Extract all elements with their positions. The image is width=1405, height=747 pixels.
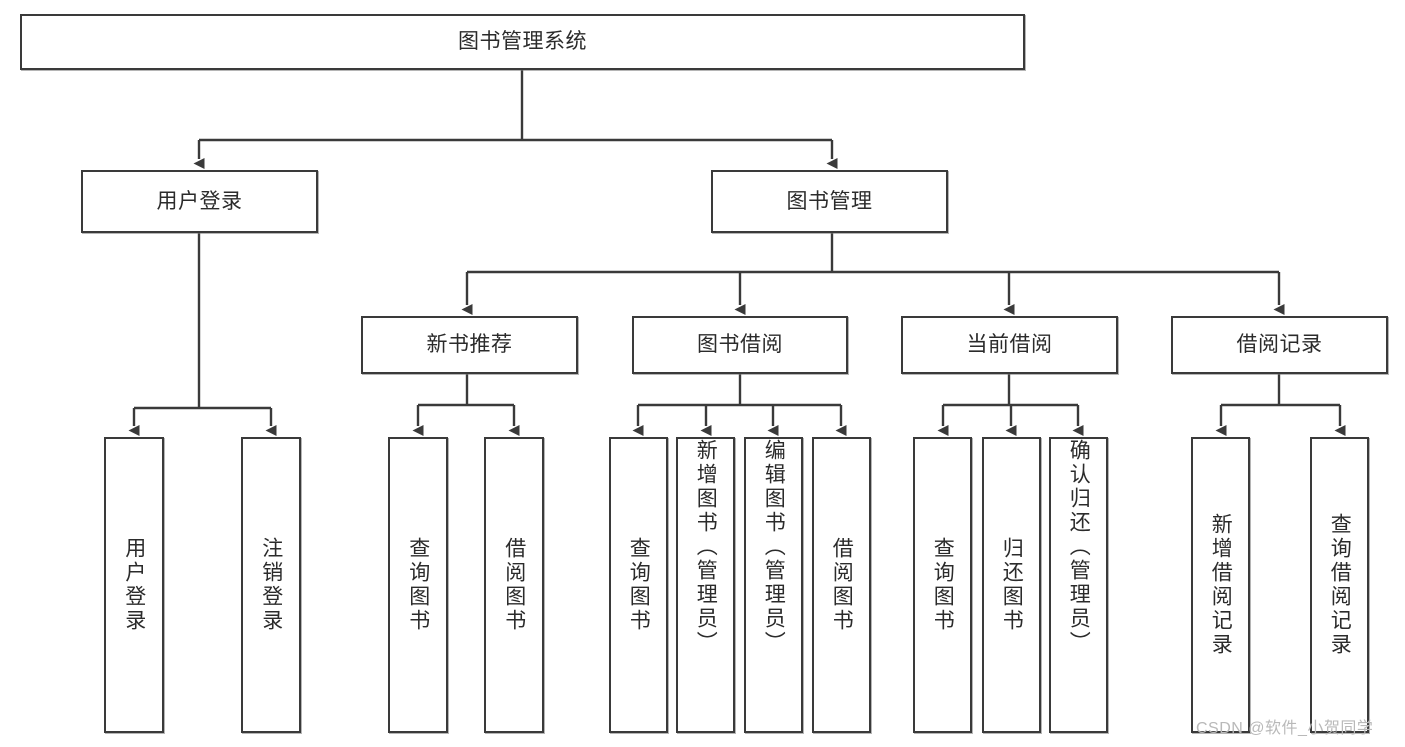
watermark-text: CSDN @软件_小贺同学 [1196, 720, 1374, 737]
node-label: 注销登录 [259, 537, 283, 633]
node-label: 用户登录 [156, 189, 243, 213]
node-leaf-query-books-new[interactable]: 查询图书 [388, 437, 448, 733]
node-root-system[interactable]: 图书管理系统 [20, 14, 1025, 70]
node-label: 查询图书 [931, 537, 955, 633]
node-new-book-recommend[interactable]: 新书推荐 [361, 316, 578, 374]
node-leaf-query-books-borrow[interactable]: 查询图书 [609, 437, 668, 733]
node-label: 借阅记录 [1236, 333, 1323, 357]
node-label: 图书借阅 [697, 333, 783, 357]
node-label: 新书推荐 [426, 333, 513, 357]
node-leaf-logout[interactable]: 注销登录 [241, 437, 301, 733]
node-leaf-add-book-admin[interactable]: 新增图书（管理员） [676, 437, 735, 733]
node-label: 新增图书（管理员） [694, 439, 718, 655]
node-label: 查询图书 [406, 537, 430, 633]
node-leaf-query-borrow-record[interactable]: 查询借阅记录 [1310, 437, 1369, 733]
node-current-borrow[interactable]: 当前借阅 [901, 316, 1118, 374]
node-label: 当前借阅 [966, 333, 1053, 357]
node-leaf-borrow-books-new[interactable]: 借阅图书 [484, 437, 544, 733]
node-label: 借阅图书 [830, 537, 854, 633]
node-label: 用户登录 [122, 537, 146, 633]
node-leaf-user-login[interactable]: 用户登录 [104, 437, 164, 733]
node-label: 归还图书 [1000, 537, 1024, 633]
node-label: 查询图书 [627, 537, 651, 633]
node-label: 图书管理系统 [458, 30, 587, 54]
node-label: 图书管理 [786, 189, 873, 213]
node-book-management[interactable]: 图书管理 [711, 170, 948, 233]
node-leaf-return-book[interactable]: 归还图书 [982, 437, 1041, 733]
node-label: 新增借阅记录 [1209, 513, 1233, 657]
node-leaf-borrow-book[interactable]: 借阅图书 [812, 437, 871, 733]
node-book-borrow[interactable]: 图书借阅 [632, 316, 848, 374]
node-leaf-confirm-return-admin[interactable]: 确认归还（管理员） [1049, 437, 1108, 733]
node-leaf-add-borrow-record[interactable]: 新增借阅记录 [1191, 437, 1250, 733]
node-label: 借阅图书 [502, 537, 526, 633]
node-label: 查询借阅记录 [1328, 513, 1352, 657]
node-leaf-edit-book-admin[interactable]: 编辑图书（管理员） [744, 437, 803, 733]
node-leaf-query-books-current[interactable]: 查询图书 [913, 437, 972, 733]
node-label: 编辑图书（管理员） [762, 439, 786, 655]
node-user-login[interactable]: 用户登录 [81, 170, 318, 233]
node-label: 确认归还（管理员） [1067, 439, 1091, 655]
node-borrow-record[interactable]: 借阅记录 [1171, 316, 1388, 374]
